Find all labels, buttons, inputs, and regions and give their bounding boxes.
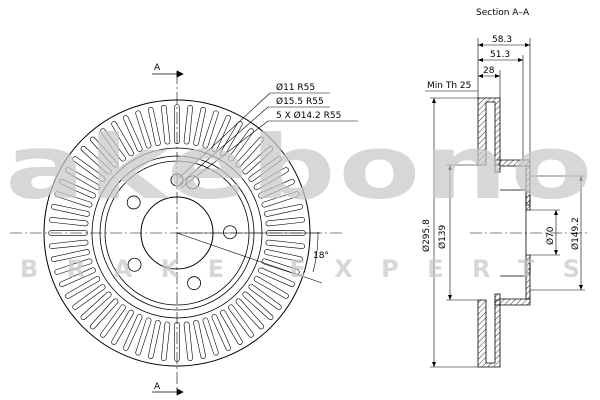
dim-total-height: 58.3 — [492, 35, 512, 45]
front-view — [10, 72, 345, 392]
vent-slot — [54, 258, 93, 275]
vent-slot — [264, 249, 303, 262]
dim-pcd: Ø149.2 — [570, 217, 581, 250]
dimension-arrows — [432, 43, 583, 367]
angle-arc — [312, 231, 319, 273]
vent-slot — [65, 167, 101, 190]
dim-min-thickness: Min Th 25 — [427, 81, 471, 91]
vent-slot — [161, 321, 171, 361]
vent-slot — [202, 110, 219, 149]
vent-slot — [100, 128, 126, 162]
dim-hat-diameter: Ø139 — [437, 224, 448, 249]
dim-thickness: 28 — [483, 66, 495, 76]
vent-slot — [202, 317, 219, 356]
vent-slot — [265, 239, 305, 249]
angle-leader-1 — [176, 232, 323, 284]
dim-outer-diameter: Ø295.8 — [421, 219, 432, 252]
vent-slot — [174, 322, 180, 362]
section-marker-bottom: A — [154, 382, 161, 392]
vent-slot — [264, 204, 303, 217]
dim-hat-height: 51.3 — [490, 50, 510, 60]
vent-slot — [90, 136, 119, 168]
vent-slot — [59, 267, 96, 287]
bolt-hole — [223, 225, 237, 240]
section-marker-top: A — [154, 63, 161, 73]
locator-hole — [170, 173, 184, 187]
vent-slot — [148, 107, 161, 146]
dim-center-bore: Ø70 — [545, 226, 556, 245]
vent-slot — [248, 284, 282, 310]
vent-slot — [54, 191, 93, 208]
vent-slot — [183, 105, 193, 145]
hat-wall-bottom — [494, 293, 531, 306]
vent-slot — [111, 121, 134, 157]
vent-slot — [265, 217, 305, 227]
brand-watermark: akebono BRAKE EXPERTS — [5, 116, 595, 283]
vent-slot — [193, 320, 206, 359]
vent-slot — [49, 239, 89, 249]
vent-slot — [80, 146, 112, 175]
vent-slot — [228, 128, 254, 162]
vent-slot — [253, 167, 289, 190]
bolt-hole — [127, 257, 142, 272]
vent-slot — [211, 314, 231, 351]
vent-slot — [51, 204, 90, 217]
vent-slots — [48, 104, 306, 362]
section-title: Section A–A — [476, 8, 530, 18]
vent-slot — [51, 249, 90, 262]
callout-bolt-pattern: 5 X Ø14.2 R55 — [276, 110, 341, 121]
bolt-hole-section — [525, 191, 531, 206]
section-dimension-lines — [425, 38, 585, 368]
vent-slot — [228, 304, 254, 338]
vent-slot — [235, 136, 264, 168]
vent-slot — [242, 291, 274, 320]
vent-slot — [193, 107, 206, 146]
vent-slot — [220, 309, 243, 345]
bolt-hole — [185, 175, 200, 190]
section-view — [470, 97, 590, 368]
vent-slot — [111, 309, 134, 345]
section-markers — [152, 70, 184, 396]
watermark-tagline: BRAKE EXPERTS — [20, 255, 580, 283]
vent-slot — [65, 276, 101, 299]
vent-slot — [235, 298, 264, 330]
callout-hole-small: Ø11 R55 — [276, 82, 315, 93]
rotor-section-bottom — [477, 299, 501, 368]
vent-slot — [80, 291, 112, 320]
vent-slot — [123, 115, 143, 152]
watermark-logo: akebono — [5, 116, 595, 219]
vent-slot — [100, 304, 126, 338]
vent-slot — [258, 179, 295, 199]
vent-slot — [242, 146, 274, 175]
vent-slot — [123, 314, 143, 351]
bolt-hole — [187, 276, 201, 291]
rotor-section-top — [477, 97, 501, 166]
vent-slot — [135, 317, 152, 356]
vent-slot — [59, 179, 96, 199]
vent-slot — [161, 105, 171, 145]
vent-slot — [258, 267, 295, 287]
bolt-hole — [126, 195, 141, 210]
vent-slot — [266, 230, 306, 236]
callout-angle: 18° — [313, 251, 329, 261]
vent-slot — [174, 104, 180, 144]
callout-leaders — [178, 92, 358, 189]
vent-slot — [148, 320, 161, 359]
vent-slot — [253, 276, 289, 299]
vent-slot — [211, 115, 231, 152]
vent-slot — [248, 156, 282, 182]
vent-slot — [183, 321, 193, 361]
vent-slot — [49, 217, 89, 227]
bolt-holes — [126, 175, 237, 291]
callout-hole-center: Ø15.5 R55 — [276, 96, 324, 107]
vent-slot — [72, 156, 106, 182]
vent-slot — [261, 191, 300, 208]
vent-slot — [90, 298, 119, 330]
vent-slot — [48, 230, 88, 236]
vent-slot — [261, 258, 300, 275]
vent-slot — [72, 284, 106, 310]
vent-slot — [135, 110, 152, 149]
